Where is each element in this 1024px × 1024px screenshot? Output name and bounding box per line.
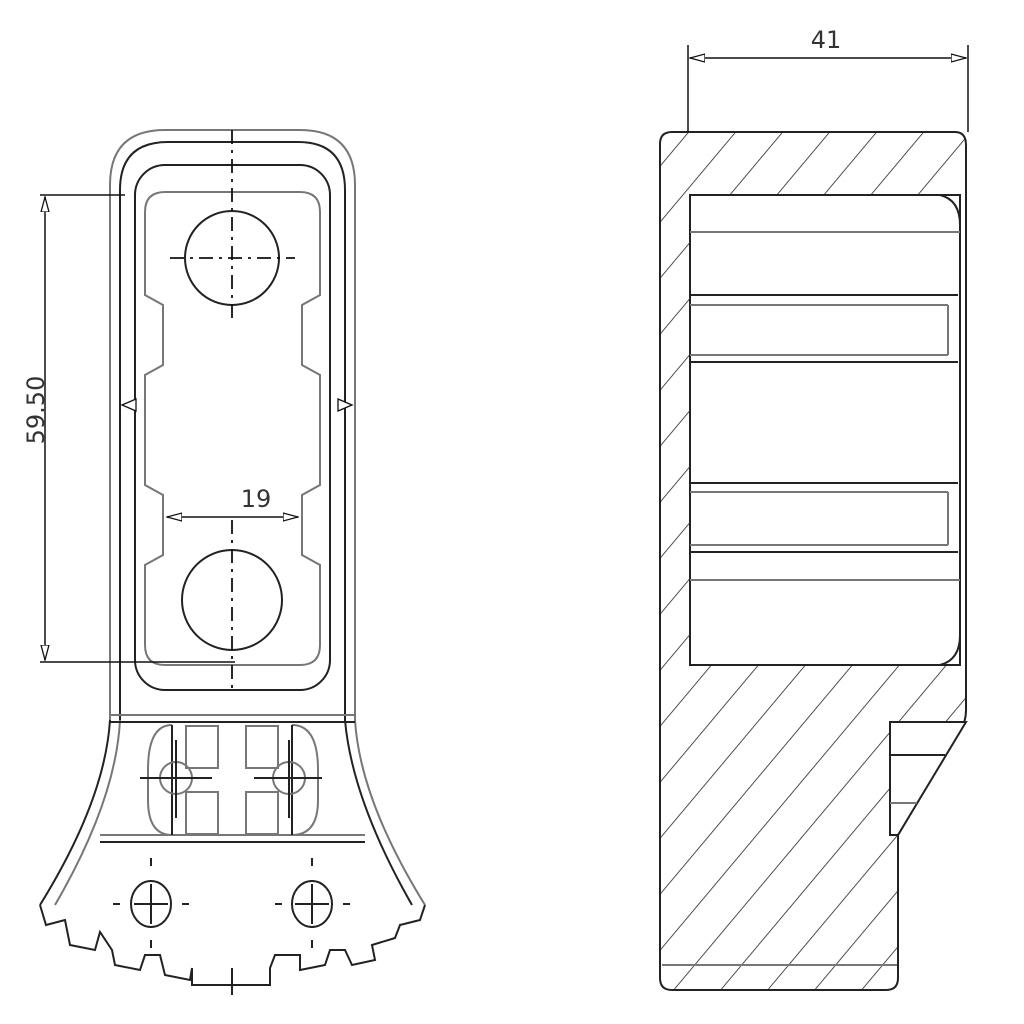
outer-body-inner-line	[119, 141, 413, 906]
bottom-right-hole	[291, 880, 333, 928]
inner-cavity	[689, 194, 961, 666]
dimension-width: 41	[687, 26, 969, 132]
dimension-inner-width: 19	[167, 485, 298, 517]
dimension-height-label: 59.50	[22, 376, 50, 445]
outer-body-outline	[109, 129, 426, 906]
dimension-height: 59.50	[22, 194, 235, 663]
section-outline	[659, 131, 967, 991]
front-view: 59.50 19	[22, 129, 426, 995]
left-mid-arrow-icon	[120, 398, 137, 412]
grooves	[690, 294, 960, 581]
left-flare-inner-line	[54, 719, 121, 906]
lower-grid-section	[100, 714, 365, 843]
dimension-inner-width-label: 19	[241, 485, 272, 513]
bottom-left-hole	[130, 880, 172, 928]
inner-pocket	[144, 191, 321, 666]
dimension-width-label: 41	[811, 26, 842, 54]
left-flare-line	[39, 719, 111, 906]
section-view: 41	[659, 26, 969, 991]
cavity-fillet	[939, 194, 961, 666]
right-mid-arrow-icon	[337, 398, 354, 412]
side-notch	[889, 721, 968, 836]
